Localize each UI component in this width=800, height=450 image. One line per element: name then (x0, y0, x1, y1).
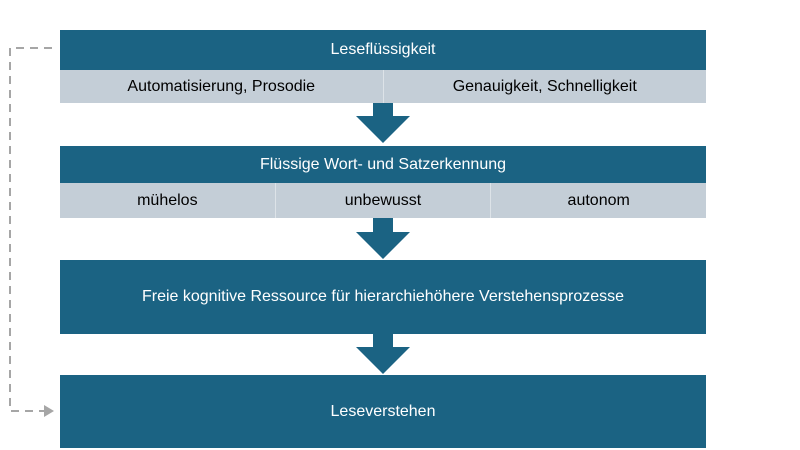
feedback-arrowhead-icon (44, 405, 54, 417)
box-recognition-item: mühelos (137, 191, 198, 209)
box-resources-text: Freie kognitive Ressource für hierarchie… (141, 288, 625, 305)
box-recognition-title-text: Flüssige Wort- und Satzerkennung (259, 155, 507, 173)
box-resources: Freie kognitive Ressource für hierarchie… (60, 260, 706, 334)
box-fluency-title-text: Leseflüssigkeit (330, 41, 436, 58)
box-recognition-subrow: mühelos unbewusst autonom (60, 183, 706, 218)
box-recognition-item: autonom (490, 183, 706, 218)
box-fluency-item: Genauigkeit, Schnelligkeit (382, 70, 707, 103)
box-comprehension: Leseverstehen (60, 375, 706, 448)
box-recognition-title: Flüssige Wort- und Satzerkennung (60, 146, 706, 183)
box-fluency-title: Leseflüssigkeit (60, 30, 706, 70)
box-fluency-subrow: Automatisierung, Prosodie Genauigkeit, S… (60, 70, 706, 103)
box-comprehension-text: Leseverstehen (330, 402, 436, 420)
box-fluency-item: Automatisierung, Prosodie (127, 77, 316, 95)
box-recognition-item: unbewusst (274, 183, 491, 218)
